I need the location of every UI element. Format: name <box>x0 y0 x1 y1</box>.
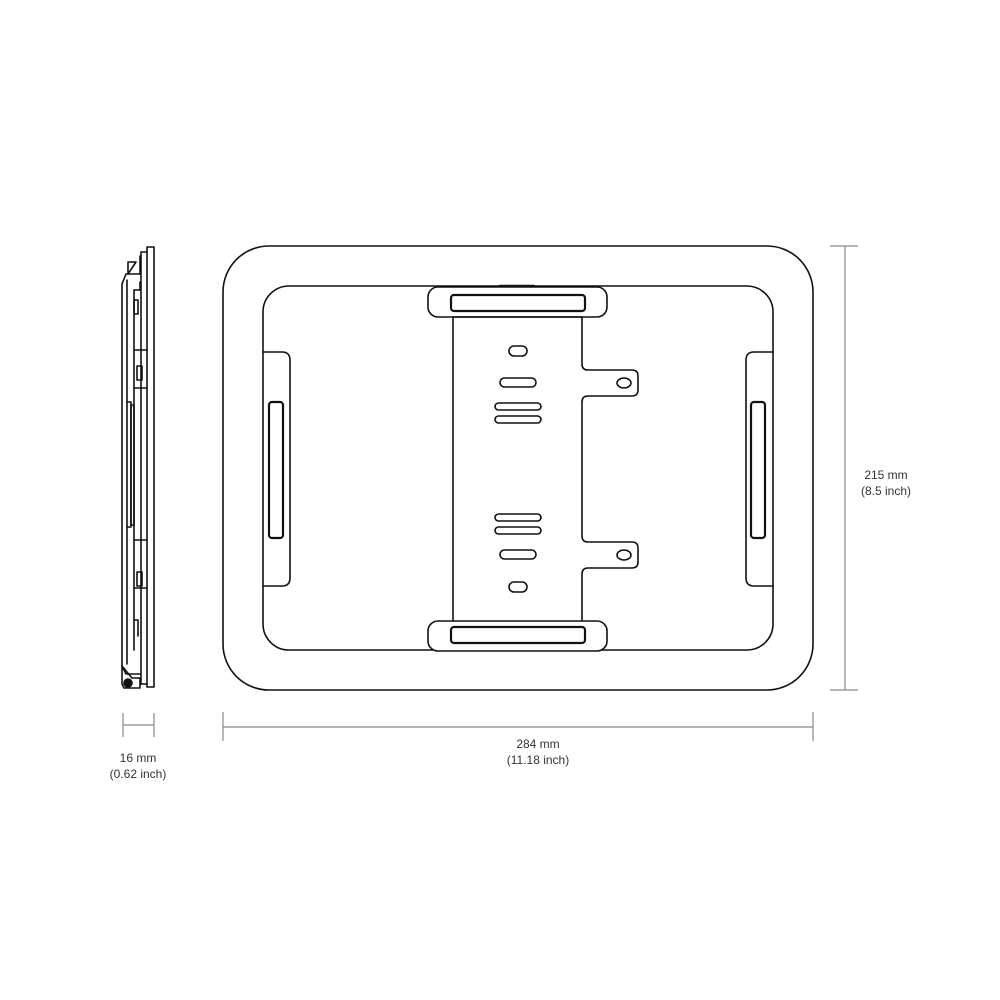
mounting-plate <box>452 316 639 622</box>
right-slot <box>749 400 767 540</box>
height-inch: (8.5 inch) <box>860 484 912 498</box>
outer-frame <box>222 245 814 691</box>
mount-slot <box>499 377 537 388</box>
height-dimension-line <box>830 245 858 691</box>
depth-mm: 16 mm <box>119 751 157 765</box>
side-profile-view <box>121 246 155 689</box>
height-label: 215 mm (8.5 inch) <box>846 467 926 499</box>
depth-dimension-line <box>122 713 155 737</box>
right-side-tab <box>745 351 774 587</box>
height-mm: 215 mm <box>864 468 908 482</box>
inner-frame <box>262 285 774 651</box>
mount-hole <box>508 581 528 593</box>
left-side-tab <box>262 351 291 587</box>
mount-slot <box>494 526 542 535</box>
width-dimension-line <box>222 712 814 741</box>
mount-slot <box>494 402 542 411</box>
mount-slot <box>494 513 542 522</box>
left-slot <box>267 400 285 540</box>
width-inch: (11.18 inch) <box>506 753 570 767</box>
tab-hole <box>616 377 632 389</box>
width-mm: 284 mm <box>516 737 560 751</box>
depth-inch: (0.62 inch) <box>109 767 167 781</box>
tab-hole <box>616 549 632 561</box>
front-view <box>222 245 814 691</box>
mount-slot <box>499 549 537 560</box>
depth-label: 16 mm (0.62 inch) <box>98 750 178 782</box>
bottom-clip <box>427 620 608 652</box>
width-label: 284 mm (11.18 inch) <box>478 736 598 768</box>
mount-slot <box>494 415 542 424</box>
top-clip <box>427 286 608 318</box>
mount-hole <box>508 345 528 357</box>
